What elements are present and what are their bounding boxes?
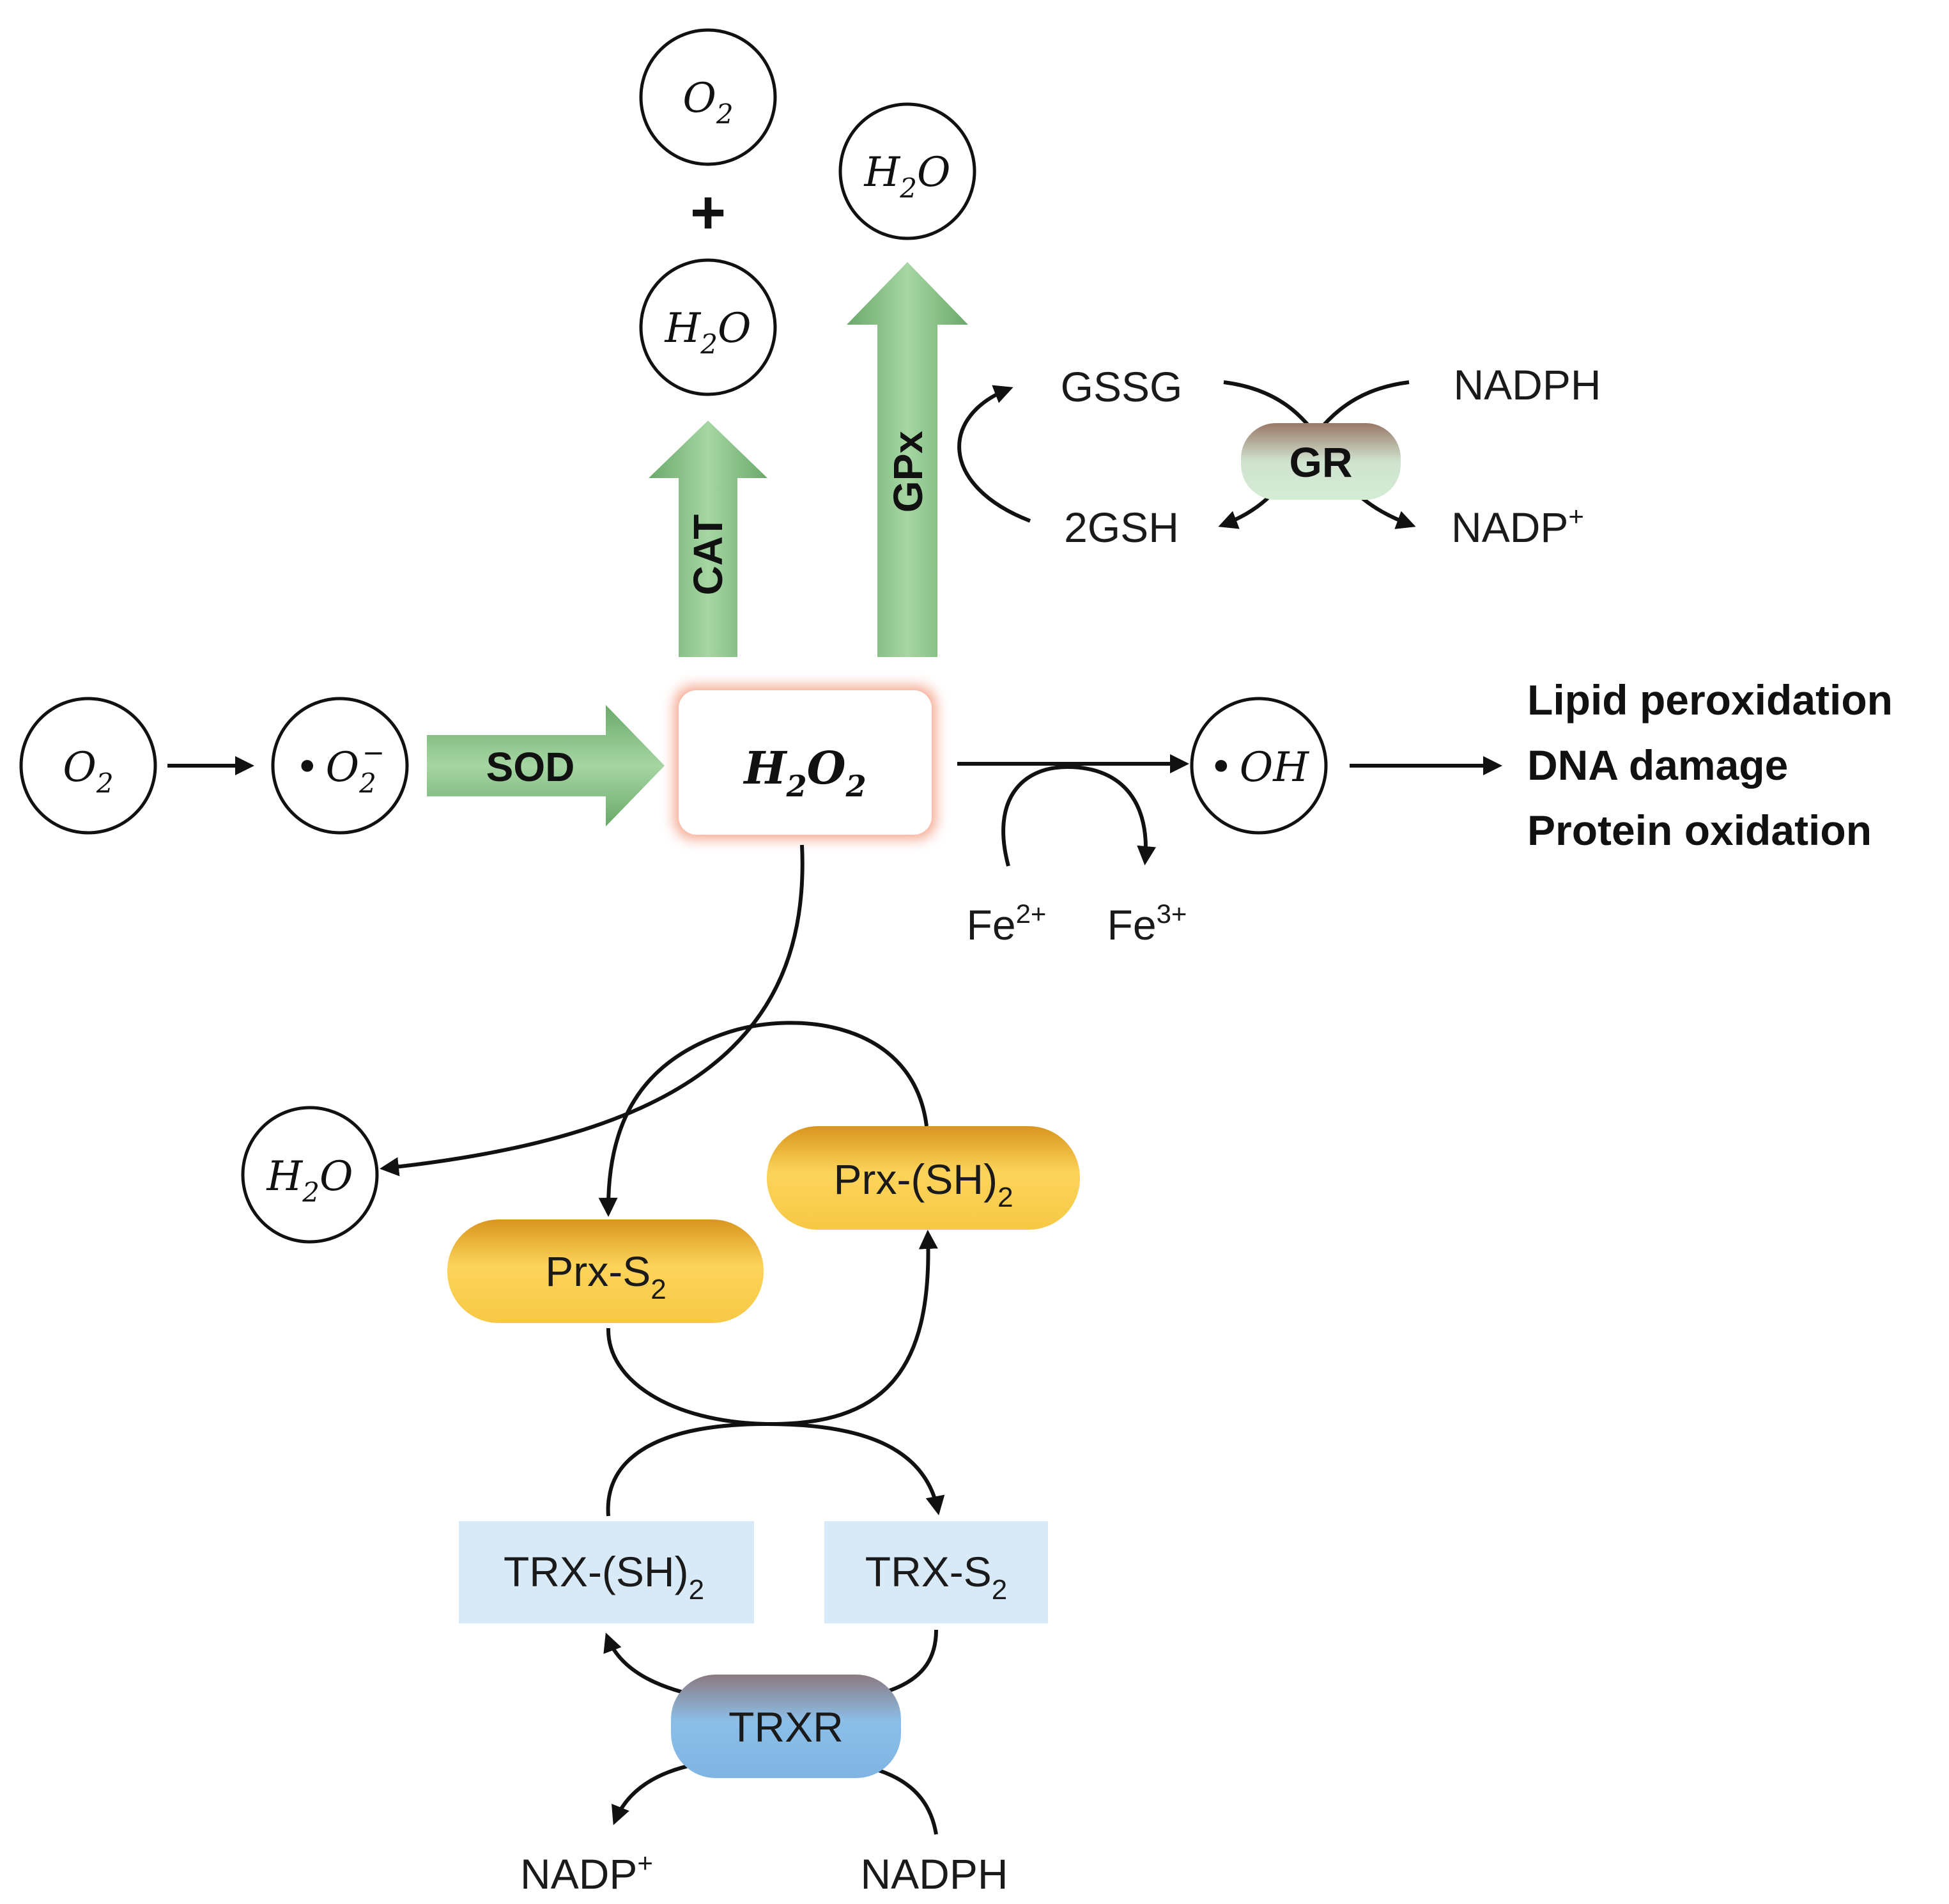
gssg-label: GSSG [1061, 363, 1183, 410]
sod-arrow: SOD [427, 705, 665, 826]
prx-s2-label: Prx-S2 [545, 1248, 666, 1305]
svg-text:O2: O2 [63, 744, 113, 799]
fe3-label: Fe3+ [1107, 899, 1187, 948]
damage-item: Lipid peroxidation [1527, 676, 1893, 724]
h2o-gpx-product: H2O [838, 102, 976, 240]
sod-label: SOD [486, 744, 575, 790]
cat-arrow: CAT [649, 421, 767, 657]
trxr-nadp-label: NADP+ [520, 1848, 653, 1898]
h2o2-to-h2o-arrow [380, 844, 805, 1177]
gr-nadp-label: NADP+ [1451, 501, 1584, 551]
prx-s2-pill: Prx-S2 [447, 1219, 764, 1323]
fe2-label: Fe2+ [967, 899, 1047, 948]
trx-s2-box: TRX-S2 [824, 1521, 1048, 1623]
gsh-label: 2GSH [1064, 504, 1179, 551]
gr-nadph-label: NADPH [1453, 361, 1601, 408]
svg-text:H2O: H2O [266, 1153, 353, 1208]
superoxide: •O2− [271, 697, 409, 835]
h2o2-label: H2O2 [743, 741, 866, 803]
svg-text:H2O: H2O [863, 149, 950, 204]
cat-label: CAT [685, 515, 731, 596]
trxr-enzyme: TRXR [671, 1675, 901, 1778]
svg-text:O2: O2 [682, 75, 733, 130]
gsh-to-gssg-arrow [957, 385, 1031, 523]
gpx-label: GPx [885, 431, 931, 513]
h2o-cat-product: H2O [639, 258, 777, 396]
hydroxyl-radical: •OH [1190, 697, 1328, 835]
svg-text:•O2−: •O2− [295, 737, 385, 799]
fenton-curve-arrow [1001, 764, 1157, 867]
trx-sh2-label: TRX-(SH)2 [504, 1548, 704, 1606]
prx-sh2-pill: Prx-(SH)2 [767, 1126, 1080, 1230]
damage-list: Lipid peroxidation DNA damage Protein ox… [1527, 676, 1893, 854]
gpx-arrow: GPx [847, 262, 968, 657]
damage-item: Protein oxidation [1527, 807, 1872, 854]
trx-s2-label: TRX-S2 [865, 1548, 1007, 1606]
h2o-prx-product: H2O [241, 1106, 379, 1244]
o2-cat-product: O2 [639, 28, 777, 166]
damage-item: DNA damage [1527, 741, 1788, 789]
svg-text:•OH: •OH [1209, 744, 1309, 791]
svg-text:H2O: H2O [664, 305, 751, 360]
o2-substrate: O2 [19, 697, 157, 835]
trx-sh2-to-trx-s2-arrow [606, 1421, 945, 1517]
prx-sh2-to-prx-s2-arrow [598, 1021, 928, 1217]
plus-sign: + [690, 178, 726, 247]
trxr-label: TRXR [728, 1703, 844, 1751]
h2o2-node: H2O2 [674, 686, 936, 839]
gr-label: GR [1290, 438, 1353, 486]
trxr-nadph-label: NADPH [860, 1850, 1008, 1898]
prx-sh2-label: Prx-(SH)2 [833, 1156, 1013, 1213]
trx-sh2-box: TRX-(SH)2 [459, 1521, 754, 1623]
gr-enzyme: GR [1241, 423, 1401, 500]
